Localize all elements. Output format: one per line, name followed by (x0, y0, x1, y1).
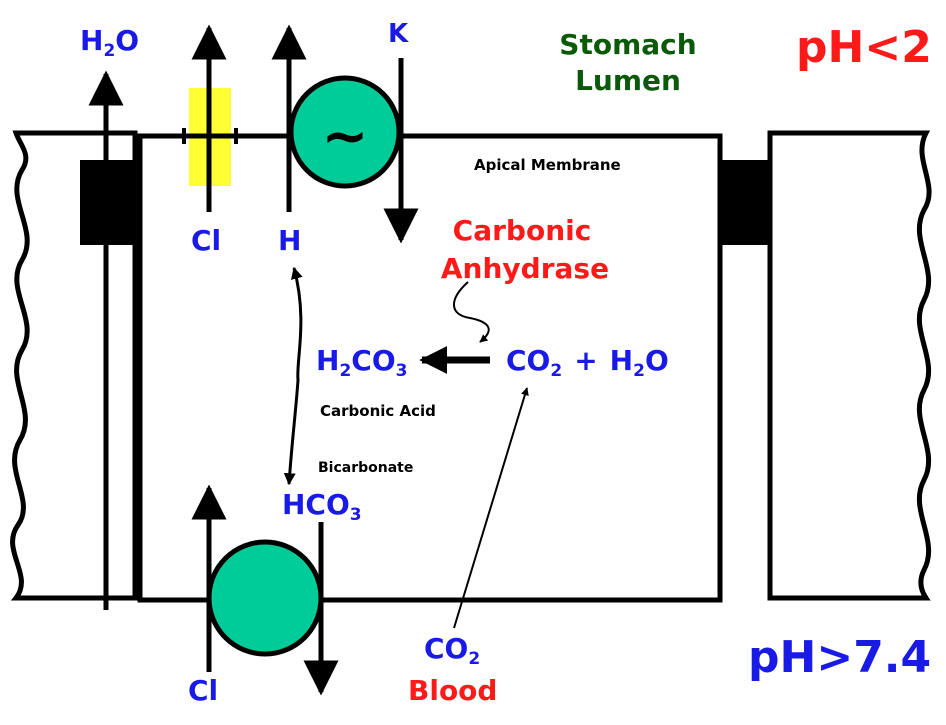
pump-symbol: ~ (322, 104, 369, 169)
chloride-bottom-label: Cl (188, 674, 218, 707)
co2-diffusion-arrow (453, 387, 529, 629)
potassium-label: K (388, 19, 409, 49)
co2-water-label: CO2+H2O (506, 344, 669, 381)
apical-membrane-label: Apical Membrane (474, 156, 621, 174)
tight-junction-left (80, 160, 142, 245)
bicarbonate-chloride-exchanger (206, 539, 324, 657)
bicarbonate-name: Bicarbonate (318, 460, 413, 476)
hydrogen-top-label: H (278, 224, 301, 257)
carbonic-acid-formula: H2CO3 (316, 344, 407, 381)
svg-text:Anhydrase: Anhydrase (441, 252, 609, 285)
blood-label: Blood (408, 674, 497, 707)
carbonic-anhydrase-label: Carbonic (453, 214, 592, 247)
svg-text:Lumen: Lumen (575, 64, 681, 97)
enzyme-squiggle-arrow (453, 281, 490, 343)
bicarbonate-formula: HCO3 (282, 488, 362, 525)
water-label: H2O (80, 24, 139, 61)
chloride-top-label: Cl (191, 224, 221, 257)
ph-low-label: pH<2 (796, 22, 932, 73)
tight-junction-right (718, 160, 770, 245)
right-neighbor-cell (767, 130, 932, 601)
stomach-lumen-label: Stomach (559, 28, 696, 61)
ph-high-label: pH>7.4 (748, 632, 931, 683)
carbonic-acid-name: Carbonic Acid (320, 402, 436, 420)
h-bicarbonate-double-arrow (283, 266, 303, 486)
co2-blood-label: CO2 (424, 632, 480, 669)
